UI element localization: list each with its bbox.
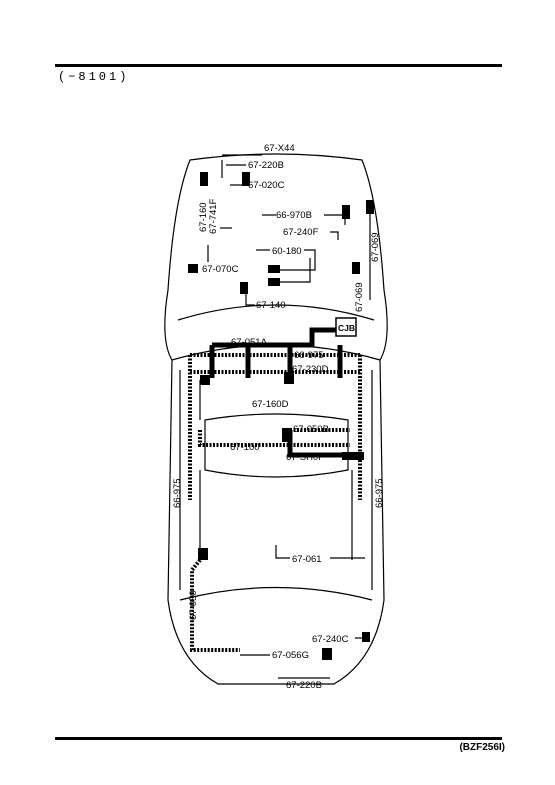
bottom-rule xyxy=(55,737,502,740)
label-67-069-right: 67-069 xyxy=(370,232,381,262)
label-66-970b: 66-970B xyxy=(276,210,312,221)
connector-blocks xyxy=(188,172,374,660)
label-66-975-center: 66-975 xyxy=(294,350,324,361)
label-67-069-left: 67-069 xyxy=(354,282,365,312)
label-67-160: 67-160 xyxy=(198,202,209,232)
label-67-050b: 67-050B xyxy=(293,424,329,435)
label-cjb: CJB xyxy=(338,323,355,333)
label-67-050: 67-050 xyxy=(188,590,199,620)
label-67-061: 67-061 xyxy=(292,554,322,565)
label-67-051a: 67-051A xyxy=(231,337,268,348)
label-67-070c: 67-070C xyxy=(202,264,239,275)
label-67-240f: 67-240F xyxy=(283,227,319,238)
label-67-140: 67-140 xyxy=(256,300,286,311)
label-67-741f: 67-741F xyxy=(208,198,219,234)
label-67-020c: 67-020C xyxy=(248,180,285,191)
footer-code: (BZF256I) xyxy=(459,742,505,753)
label-67-220b-top: 67-220B xyxy=(248,160,284,171)
label-67-160d: 67-160D xyxy=(252,399,289,410)
label-67-056g: 67-056G xyxy=(272,650,309,661)
label-60-180: 60-180 xyxy=(272,246,302,257)
top-rule xyxy=(55,64,502,67)
label-67-x44: 67-X44 xyxy=(264,143,295,154)
label-67-sh0f: 67-SH0F xyxy=(286,452,324,463)
label-66-975-left: 66-975 xyxy=(172,478,183,508)
taped-harness xyxy=(188,353,362,652)
label-66-975-right: 66-975 xyxy=(374,478,385,508)
label-67-220b-bottom: 67-220B xyxy=(286,680,322,691)
header-code: (−8101) xyxy=(58,70,130,84)
label-67-230d: 67-230D xyxy=(292,364,329,375)
thin-wires xyxy=(199,154,371,679)
label-67-100: 67-100 xyxy=(230,442,260,453)
label-67-240c: 67-240C xyxy=(312,634,349,645)
